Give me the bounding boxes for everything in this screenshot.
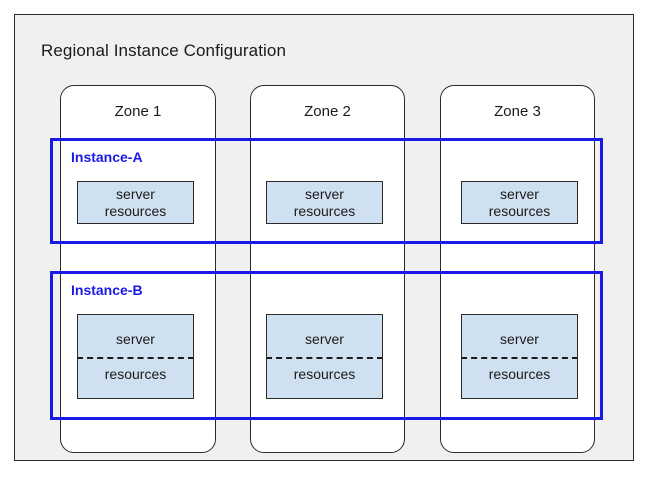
dashed-divider-icon [78,356,193,359]
server-resources-line2: resources [488,202,551,219]
server-resources-line2: resources [293,365,356,382]
server-resources-line2: resources [293,202,356,219]
server-resources-line1: server [116,330,155,347]
server-resources-line2: resources [104,365,167,382]
server-resources-line1: server [116,185,155,202]
server-resources-box-a2[interactable]: server resources [266,181,383,224]
dashed-divider-icon [462,356,577,359]
server-resources-line2: resources [488,365,551,382]
instance-box-b[interactable]: Instance-B [50,271,603,420]
server-resources-box-b2[interactable]: server resources [266,314,383,399]
page-title: Regional Instance Configuration [41,41,287,60]
server-resources-line1: server [305,185,344,202]
server-resources-box-a1[interactable]: server resources [77,181,194,224]
server-resources-line1: server [500,330,539,347]
dashed-divider-icon [267,356,382,359]
instance-label-b: Instance-B [71,282,143,298]
zone-label-1: Zone 1 [114,103,162,120]
instance-box-a[interactable]: Instance-A [50,138,603,244]
server-resources-line2: resources [104,202,167,219]
server-resources-line1: server [500,185,539,202]
instance-label-a: Instance-A [71,149,143,165]
zone-label-3: Zone 3 [494,103,541,120]
server-resources-line1: server [305,330,344,347]
zone-label-2: Zone 2 [304,103,351,120]
server-resources-box-b3[interactable]: server resources [461,314,578,399]
server-resources-box-b1[interactable]: server resources [77,314,194,399]
region-container: Regional Instance Configuration Zone 1 Z… [14,14,634,461]
server-resources-box-a3[interactable]: server resources [461,181,578,224]
